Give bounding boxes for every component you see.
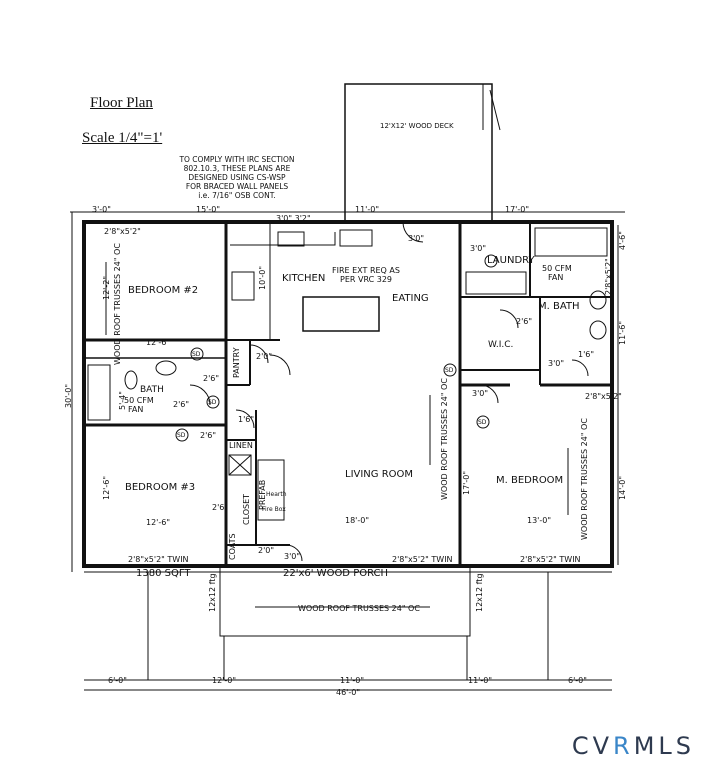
fan-label: 50 CFM bbox=[124, 396, 154, 405]
fan-label: FAN bbox=[128, 405, 144, 414]
smoke-detector-label: SD bbox=[478, 419, 487, 426]
window-label: 2'8"x5'2" bbox=[604, 258, 613, 295]
note-line: FOR BRACED WALL PANELS bbox=[185, 182, 289, 191]
dim-vertical: 4'-6" bbox=[618, 231, 627, 250]
kitchen-label: KITCHEN bbox=[282, 273, 326, 284]
note-line: 802.10.3, THESE PLANS ARE bbox=[183, 164, 291, 173]
dim-top: 3'-0" bbox=[92, 205, 111, 214]
dim-vertical: 14'-0" bbox=[618, 475, 627, 500]
dim: 2'0" bbox=[256, 352, 273, 361]
closet-label: CLOSET bbox=[242, 493, 251, 525]
dim: 1'6" bbox=[578, 350, 595, 359]
window-label: 2'8"x5'2" TWIN bbox=[392, 555, 453, 564]
dim-bottom: 11'-0" bbox=[468, 676, 493, 685]
walk-in-closet-label: W.I.C. bbox=[488, 340, 514, 350]
dim: 3'0" bbox=[472, 389, 489, 398]
pantry-label: PANTRY bbox=[232, 347, 241, 378]
dim-vertical: 12'-2" bbox=[102, 275, 111, 300]
dim-vertical: 17'-0" bbox=[462, 470, 471, 495]
smoke-detector-label: SD bbox=[445, 367, 454, 374]
dim-total: 46'-0" bbox=[336, 688, 361, 697]
firebox-label: Fire Box bbox=[262, 506, 286, 513]
dim-vertical: 12'-6" bbox=[102, 475, 111, 500]
dim-vertical: 30'-0" bbox=[64, 383, 73, 408]
bath-label: BATH bbox=[140, 385, 164, 395]
bedroom-2-label: BEDROOM #2 bbox=[128, 285, 199, 296]
dim-bottom: 6'-0" bbox=[108, 676, 127, 685]
window-label: 2'8"x5'2" bbox=[585, 392, 622, 401]
footing-label: 12x12 ftg bbox=[208, 573, 217, 612]
smoke-detector-label: SD bbox=[177, 432, 186, 439]
dim: 12'-6" bbox=[146, 518, 171, 527]
master-bedroom-label: M. BEDROOM bbox=[496, 475, 564, 486]
dim-bottom: 6'-0" bbox=[568, 676, 587, 685]
watermark-prefix: CV bbox=[571, 732, 613, 760]
code-note: TO COMPLY WITH IRC SECTION 802.10.3, THE… bbox=[172, 155, 302, 200]
dim-vertical: 5'-4" bbox=[118, 391, 127, 410]
dim: 2'0" bbox=[258, 546, 275, 555]
plan-scale: Scale 1/4"=1' bbox=[82, 130, 163, 146]
dim: 18'-0" bbox=[345, 516, 370, 525]
laundry-label: LAUNDRY bbox=[487, 255, 535, 266]
master-bath-label: M. BATH bbox=[538, 301, 580, 312]
hearth-label: Hearth bbox=[266, 491, 287, 498]
bedroom-3-label: BEDROOM #3 bbox=[125, 482, 196, 493]
linen-label: LINEN bbox=[229, 441, 253, 450]
dim: 13'-0" bbox=[527, 516, 552, 525]
truss-note: WOOD ROOF TRUSSES 24" OC bbox=[440, 378, 449, 500]
fire-ext-label: FIRE EXT REQ AS bbox=[332, 266, 400, 275]
dim: 12'-6" bbox=[146, 338, 171, 347]
window-label: 2'8"x5'2" TWIN bbox=[520, 555, 581, 564]
dim: 3'0" bbox=[408, 234, 425, 243]
dim: 2'6" bbox=[203, 374, 220, 383]
living-room-label: LIVING ROOM bbox=[345, 469, 414, 480]
window-label: 2'8"x5'2" TWIN bbox=[128, 555, 189, 564]
coats-label: COATS bbox=[228, 533, 237, 560]
smoke-detector-label: SD bbox=[192, 351, 201, 358]
porch-label: 22'x6' WOOD PORCH bbox=[283, 568, 389, 579]
dim-top: 11'-0" bbox=[355, 205, 380, 214]
note-line: i.e. 7/16" OSB CONT. bbox=[198, 191, 276, 200]
window-label: 2'8"x5'2" bbox=[104, 227, 141, 236]
eating-label: EATING bbox=[392, 293, 429, 304]
dim: 3'0" bbox=[470, 244, 487, 253]
plan-title: Floor Plan bbox=[90, 95, 153, 111]
dim: 3'0" bbox=[548, 359, 565, 368]
note-line: TO COMPLY WITH IRC SECTION bbox=[179, 155, 295, 164]
dim: 2'6" bbox=[516, 317, 533, 326]
smoke-detector-label: SD bbox=[208, 399, 217, 406]
dim: 1'6" bbox=[238, 415, 255, 424]
watermark-suffix: MLS bbox=[633, 732, 695, 760]
porch-truss-note: WOOD ROOF TRUSSES 24" OC bbox=[298, 604, 420, 613]
dim: 3'0" bbox=[284, 552, 301, 561]
dim-top: 15'-0" bbox=[196, 205, 221, 214]
dim-bottom: 12'-0" bbox=[212, 676, 237, 685]
dim-vertical: 11'-6" bbox=[618, 320, 627, 345]
dim: 2'6" bbox=[200, 431, 217, 440]
note-line: DESIGNED USING CS-WSP bbox=[188, 173, 286, 182]
dim-vertical: 10'-0" bbox=[258, 265, 267, 290]
dim: 2'6" bbox=[212, 503, 229, 512]
truss-note: WOOD ROOF TRUSSES 24" OC bbox=[580, 418, 589, 540]
fan-label: FAN bbox=[548, 273, 564, 282]
wood-deck bbox=[344, 83, 493, 222]
cvrmls-watermark: CVRMLS bbox=[572, 732, 695, 760]
fire-ext-label-2: PER VRC 329 bbox=[340, 275, 393, 284]
deck-label: 12'X12' WOOD DECK bbox=[380, 122, 454, 130]
truss-note: WOOD ROOF TRUSSES 24" OC bbox=[113, 243, 122, 365]
dim-top: 17'-0" bbox=[505, 205, 530, 214]
dim-bottom: 11'-0" bbox=[340, 676, 365, 685]
kitchen-island bbox=[302, 296, 380, 332]
dim: 2'6" bbox=[173, 400, 190, 409]
square-footage-label: 1380 SQFT bbox=[136, 568, 191, 579]
dim-top: 3'0" 3'2" bbox=[276, 214, 311, 223]
prefab-label: PREFAB bbox=[258, 479, 267, 510]
fan-label: 50 CFM bbox=[542, 264, 572, 273]
footing-label: 12x12 ftg bbox=[475, 573, 484, 612]
watermark-accent: R bbox=[613, 732, 634, 760]
